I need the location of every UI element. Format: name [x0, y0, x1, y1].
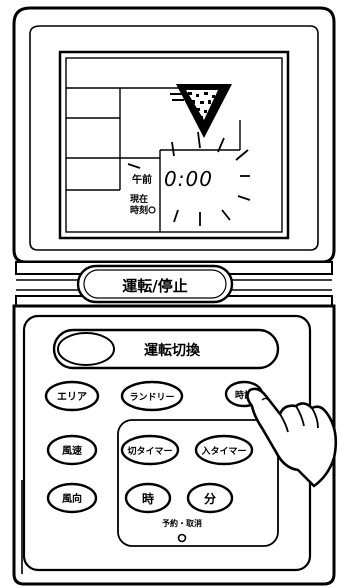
run-stop-button[interactable]: 運転/停止 [76, 264, 234, 304]
on-timer-button[interactable]: 入タイマー [194, 434, 254, 466]
mode-switch-label: 運転切換 [144, 342, 201, 359]
pointing-hand-icon [246, 387, 338, 488]
blink-rays-icon [127, 131, 251, 226]
remote-upper-inner-bevel [29, 25, 319, 251]
hour-button[interactable]: 時 [124, 482, 172, 514]
reserve-cancel-label: 予約・取消 [162, 518, 202, 528]
minute-label: 分 [204, 491, 216, 506]
laundry-button[interactable]: ランドリー [120, 380, 184, 412]
lcd-am-label: 午前 [132, 173, 152, 186]
lcd-triangle-indicator [170, 84, 232, 138]
hour-label: 時 [142, 491, 154, 506]
off-timer-button[interactable]: 切タイマー [120, 434, 180, 466]
minute-button[interactable]: 分 [186, 482, 234, 514]
lcd-current-label: 現在 [130, 193, 148, 205]
run-stop-label: 運転/停止 [122, 277, 187, 295]
off-timer-label: 切タイマー [127, 445, 172, 457]
air-direction-label: 風向 [62, 492, 82, 505]
fan-speed-button[interactable]: 風速 [46, 434, 98, 466]
lcd-time-label: 時刻 [130, 204, 148, 216]
area-label: エリア [57, 391, 87, 403]
lcd-indicator-dot [148, 206, 156, 214]
area-button[interactable]: エリア [44, 380, 100, 412]
lcd-clock-readout: 0:00 [164, 167, 213, 191]
lcd-inner-frame [65, 57, 283, 233]
lcd-panel [58, 50, 290, 240]
reserve-cancel-button[interactable] [177, 533, 187, 543]
fan-speed-label: 風速 [62, 444, 82, 457]
mode-switch-button[interactable]: 運転切換 [52, 328, 280, 370]
on-timer-label: 入タイマー [200, 445, 246, 457]
air-direction-button[interactable]: 風向 [46, 482, 98, 514]
laundry-label: ランドリー [129, 392, 174, 403]
